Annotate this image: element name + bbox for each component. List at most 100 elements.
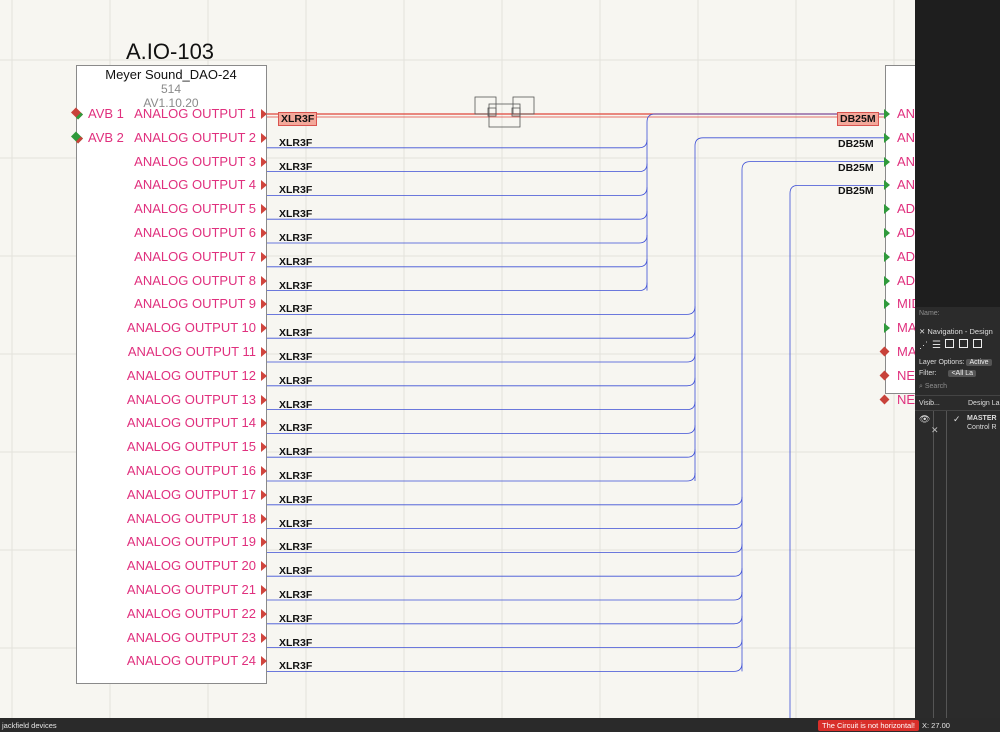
navigation-palette[interactable]: Name: ✕ Navigation - Design ⋰ ☰ Layer Op… xyxy=(915,307,1000,718)
wire[interactable] xyxy=(267,211,648,220)
port-label-output[interactable]: ANALOG OUTPUT 7 xyxy=(134,248,256,264)
right-port-label[interactable]: AD xyxy=(897,248,916,264)
connector-label[interactable]: XLR3F xyxy=(279,470,313,482)
wire-bus[interactable] xyxy=(694,137,884,481)
connector-label[interactable]: XLR3F xyxy=(279,660,313,673)
checkmark-icon[interactable]: ✓ xyxy=(953,414,961,424)
output-arrow-icon[interactable] xyxy=(261,299,267,310)
connector-label[interactable]: DB25M xyxy=(838,185,874,198)
wire[interactable] xyxy=(267,425,696,434)
output-arrow-icon[interactable] xyxy=(261,466,267,476)
output-arrow-icon[interactable] xyxy=(261,442,267,453)
output-arrow-icon[interactable] xyxy=(261,275,267,286)
connector-label[interactable]: XLR3F xyxy=(277,112,318,126)
wire[interactable] xyxy=(267,520,743,529)
connector-label[interactable]: XLR3F xyxy=(279,279,313,292)
right-port-label[interactable]: AN xyxy=(897,177,916,193)
port-label-output[interactable]: ANALOG OUTPUT 20 xyxy=(126,558,256,574)
output-arrow-icon[interactable] xyxy=(261,632,267,643)
wire[interactable] xyxy=(267,401,696,410)
port-label-output[interactable]: ANALOG OUTPUT 8 xyxy=(134,272,256,288)
port-label-output[interactable]: ANALOG OUTPUT 14 xyxy=(126,415,256,431)
output-arrow-icon[interactable] xyxy=(261,537,267,548)
connector-label[interactable]: XLR3F xyxy=(279,255,313,268)
port-label-output[interactable]: ANALOG OUTPUT 18 xyxy=(126,510,256,526)
port-label-output[interactable]: ANALOG OUTPUT 9 xyxy=(134,296,256,312)
wire-bus[interactable] xyxy=(646,113,884,291)
layer-name[interactable]: MASTER xyxy=(967,415,997,422)
output-arrow-icon[interactable] xyxy=(261,156,267,167)
wire[interactable] xyxy=(267,139,648,149)
connector-label[interactable]: XLR3F xyxy=(279,232,313,244)
connector-label[interactable]: XLR3F xyxy=(279,327,313,340)
output-arrow-icon[interactable] xyxy=(261,132,267,143)
input-arrow-icon[interactable] xyxy=(884,299,890,310)
output-arrow-icon[interactable] xyxy=(261,418,267,429)
connector-label[interactable]: XLR3F xyxy=(279,636,313,649)
wire[interactable] xyxy=(267,282,648,291)
output-arrow-icon[interactable] xyxy=(261,204,267,215)
input-arrow-icon[interactable] xyxy=(884,323,890,334)
port-label-output[interactable]: ANALOG OUTPUT 16 xyxy=(126,463,256,478)
wire[interactable] xyxy=(267,449,696,458)
right-port-label[interactable]: NE xyxy=(897,367,916,383)
connector-label[interactable]: DB25M xyxy=(838,137,874,150)
connector-label[interactable]: DB25M xyxy=(838,161,874,174)
output-arrow-icon[interactable] xyxy=(261,370,267,381)
connector-label[interactable]: XLR3F xyxy=(279,446,313,459)
wire[interactable] xyxy=(267,663,743,672)
input-arrow-icon[interactable] xyxy=(884,275,890,286)
connector-label[interactable]: XLR3F xyxy=(279,422,313,435)
wire[interactable] xyxy=(267,187,648,196)
connector-label[interactable]: XLR3F xyxy=(279,565,313,578)
output-arrow-icon[interactable] xyxy=(261,608,267,619)
connector-label[interactable]: XLR3F xyxy=(279,136,313,149)
output-arrow-icon[interactable] xyxy=(261,489,267,500)
right-port-label[interactable]: AD xyxy=(897,201,916,217)
connector-label[interactable]: XLR3F xyxy=(279,612,313,625)
wire[interactable] xyxy=(267,591,743,601)
output-arrow-icon[interactable] xyxy=(261,251,267,262)
connector-label[interactable]: XLR3F xyxy=(279,303,313,316)
port-label-output[interactable]: ANALOG OUTPUT 1 xyxy=(134,106,256,121)
layer-options-select[interactable]: Active xyxy=(966,359,992,366)
wire[interactable] xyxy=(267,330,696,339)
output-arrow-icon[interactable] xyxy=(261,347,267,357)
wire-bus[interactable] xyxy=(789,185,884,718)
connector-label[interactable]: XLR3F xyxy=(279,517,313,530)
port-label-output[interactable]: ANALOG OUTPUT 2 xyxy=(134,129,256,145)
port-label-output[interactable]: ANALOG OUTPUT 19 xyxy=(126,534,256,550)
connector-label[interactable]: XLR3F xyxy=(279,493,313,506)
port-label-output[interactable]: ANALOG OUTPUT 12 xyxy=(126,367,256,383)
wire[interactable] xyxy=(267,639,743,648)
wire[interactable] xyxy=(267,306,696,315)
port-label-output[interactable]: ANALOG OUTPUT 10 xyxy=(126,320,256,336)
right-port-label[interactable]: AD xyxy=(897,225,916,240)
input-arrow-icon[interactable] xyxy=(884,156,890,167)
layers-icon[interactable]: ☰ xyxy=(931,340,941,351)
wire[interactable] xyxy=(267,568,743,577)
wire[interactable] xyxy=(267,377,696,387)
port-label-output[interactable]: ANALOG OUTPUT 22 xyxy=(126,605,256,621)
port-label-output[interactable]: ANALOG OUTPUT 6 xyxy=(134,225,256,240)
connector-label[interactable]: XLR3F xyxy=(279,398,313,411)
input-arrow-icon[interactable] xyxy=(884,228,890,238)
output-arrow-icon[interactable] xyxy=(261,180,267,191)
filter-select[interactable]: <All La xyxy=(948,370,977,377)
port-label-output[interactable]: ANALOG OUTPUT 15 xyxy=(126,439,256,455)
avb-port-label[interactable]: AVB 2 xyxy=(88,129,124,145)
wire[interactable] xyxy=(267,496,743,506)
input-arrow-icon[interactable] xyxy=(884,251,890,262)
port-label-output[interactable]: ANALOG OUTPUT 17 xyxy=(126,486,256,502)
wire[interactable] xyxy=(267,234,648,244)
connector-label[interactable]: XLR3F xyxy=(279,589,313,601)
right-port-label[interactable]: AN xyxy=(897,129,916,145)
port-label-output[interactable]: ANALOG OUTPUT 13 xyxy=(126,391,256,407)
right-port-label[interactable]: AN xyxy=(897,153,916,169)
output-arrow-icon[interactable] xyxy=(261,585,267,595)
status-alert[interactable]: The Circuit is not horizontal! xyxy=(818,720,919,731)
sheet-icon[interactable] xyxy=(944,339,954,348)
connector-label[interactable]: XLR3F xyxy=(279,374,313,387)
right-port-label[interactable]: MA xyxy=(897,344,917,359)
eye-icon[interactable]: 👁 xyxy=(919,414,931,424)
